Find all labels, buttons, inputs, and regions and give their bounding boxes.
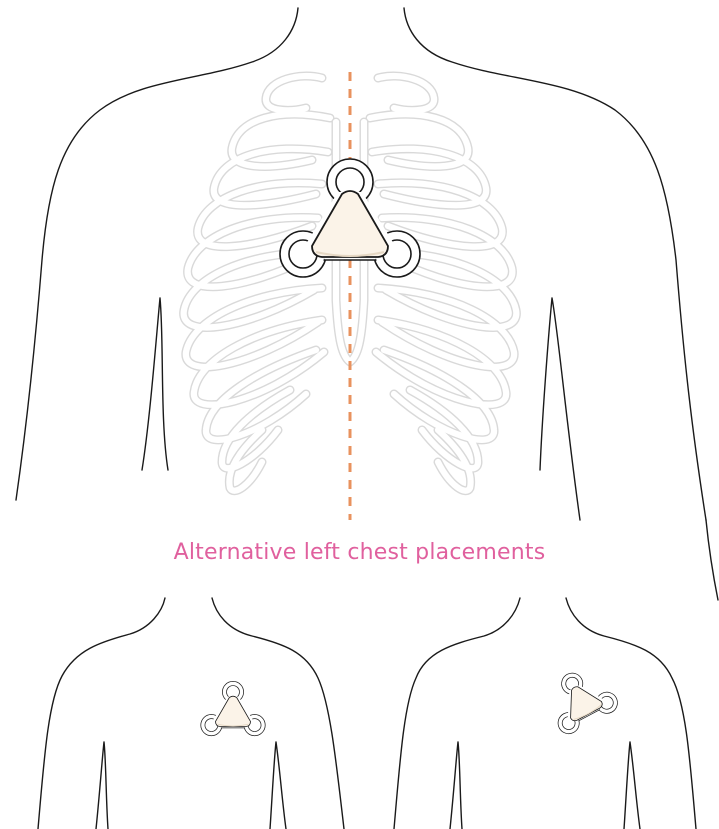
alt-torso-right — [394, 598, 696, 829]
alt-device-right-icon — [539, 659, 621, 737]
alt-torso-left — [38, 598, 344, 829]
alternative-placements-caption: Alternative left chest placements — [0, 540, 719, 565]
alt-device-left-icon — [201, 681, 265, 735]
